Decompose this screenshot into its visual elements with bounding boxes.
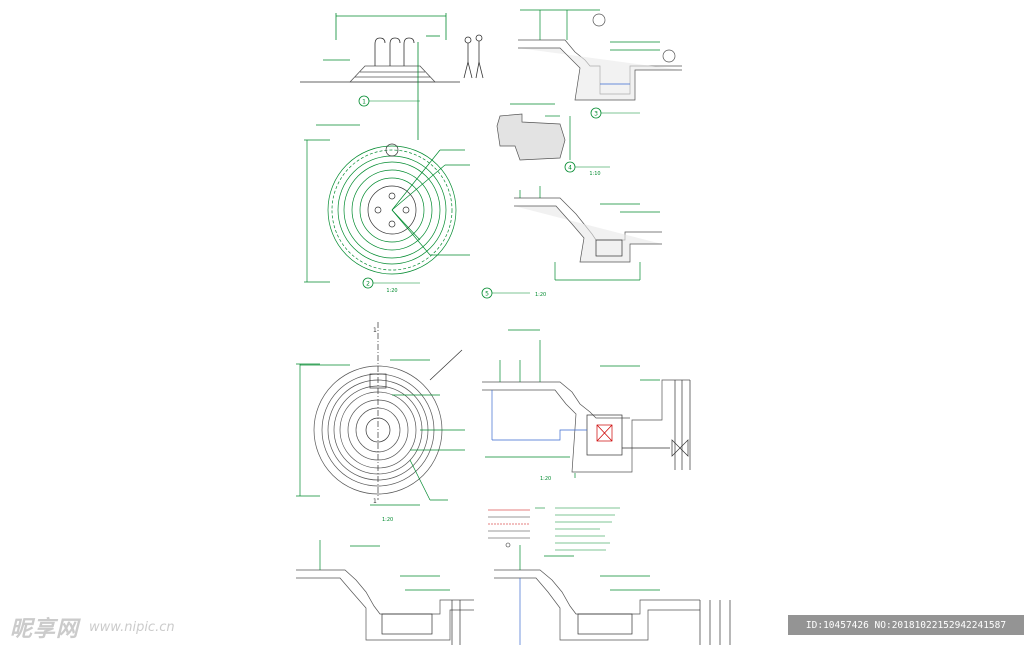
nipic-watermark-logo: 昵享网 www.nipic.cn (10, 612, 175, 642)
plan-view-circle-top (304, 124, 470, 283)
tag-5: 5 1:20 (481, 287, 546, 299)
step-detail-4 (496, 103, 571, 161)
tag-2: 2 1:20 (362, 277, 420, 294)
plan-view-circle-bottom (296, 322, 465, 506)
svg-text:1: 1 (362, 99, 366, 106)
section-marks: 1 1 1:20 (373, 327, 393, 523)
tag-4: 4 1:10 (564, 161, 610, 177)
image-id-bar: ID:10457426 NO:20181022152942241587 (788, 615, 1024, 635)
svg-text:3: 3 (594, 111, 598, 118)
tag-3: 3 (590, 107, 640, 119)
legend-table (488, 507, 620, 551)
watermark-logo-text: 昵享网 (10, 616, 80, 642)
scale-label-pipe: 1:20 (540, 476, 551, 482)
svg-text:2: 2 (366, 281, 370, 288)
svg-text:1: 1 (373, 327, 377, 334)
section-detail-bottom-right (494, 545, 731, 645)
section-detail-bottom-left (296, 540, 474, 645)
svg-text:5: 5 (485, 291, 489, 298)
svg-text:1:20: 1:20 (386, 288, 397, 294)
svg-text:1:20: 1:20 (382, 517, 393, 523)
top-elevation-view (300, 13, 484, 140)
section-detail-3 (518, 9, 682, 101)
svg-text:1: 1 (373, 498, 377, 505)
svg-text:1:20: 1:20 (535, 292, 546, 298)
human-figure-icon (463, 34, 484, 79)
svg-text:4: 4 (568, 165, 572, 172)
section-detail-5 (514, 186, 662, 281)
image-id-text: ID:10457426 NO:20181022152942241587 (805, 619, 1007, 631)
tag-1: 1 (358, 95, 420, 107)
watermark-url: www.nipic.cn (89, 619, 175, 635)
pipe-section-detail (482, 329, 691, 478)
svg-text:1:10: 1:10 (589, 171, 600, 177)
